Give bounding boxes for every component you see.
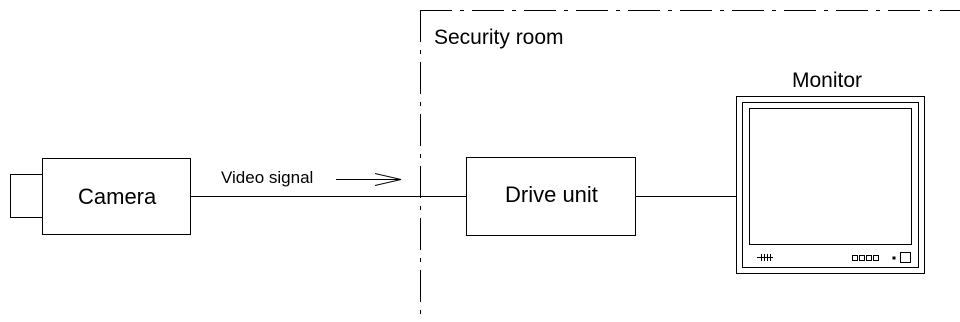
- drive-unit-box: [466, 157, 636, 236]
- video-signal-label: Video signal: [221, 168, 314, 187]
- arrow-right-icon: [336, 173, 402, 186]
- drive-unit-label: Drive unit: [505, 182, 598, 207]
- camera-lens: [10, 174, 43, 218]
- camera-label: Camera: [78, 184, 157, 209]
- camera-body: [42, 158, 191, 235]
- camera: [10, 158, 191, 235]
- monitor-label: Monitor: [792, 69, 863, 92]
- power-button-icon: [892, 252, 911, 263]
- security-room-boundary: [420, 10, 960, 322]
- monitor-screen: [749, 108, 912, 245]
- security-room-label: Security room: [434, 26, 564, 49]
- control-buttons-icon: [852, 255, 879, 261]
- monitor: [736, 96, 925, 274]
- speaker-grille-icon: [757, 254, 773, 261]
